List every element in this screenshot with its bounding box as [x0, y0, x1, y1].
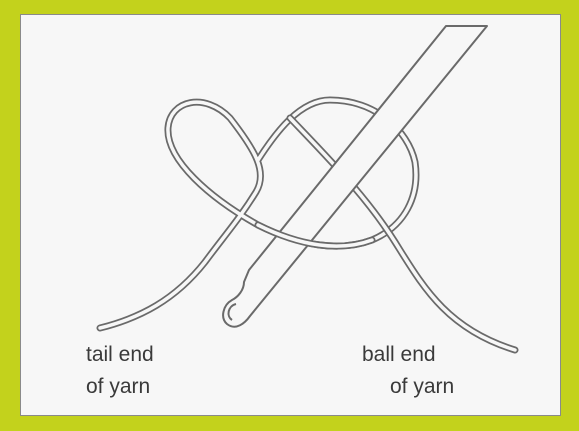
- tail-of-yarn-label: of yarn: [86, 373, 150, 401]
- ball-of-yarn-label: of yarn: [390, 373, 454, 401]
- ball-end-label: ball end: [362, 341, 436, 369]
- tail-end-label: tail end: [86, 341, 154, 369]
